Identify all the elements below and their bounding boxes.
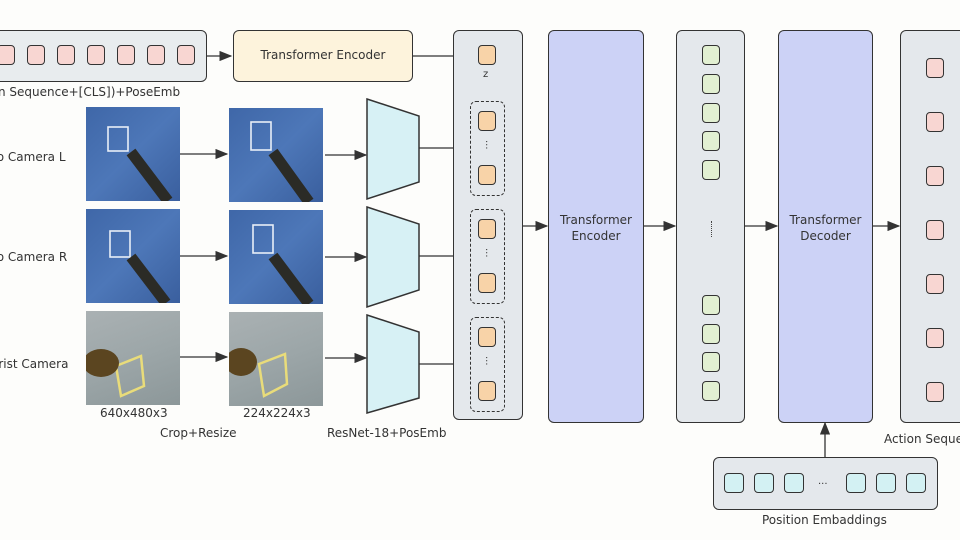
encoder-output-token bbox=[702, 74, 720, 94]
encoder-output-token bbox=[702, 295, 720, 315]
crop-resize-label: Crop+Resize bbox=[160, 426, 237, 440]
action-output-token bbox=[926, 274, 944, 294]
action-sequence-input-label: Action Sequence+[CLS])+PoseEmb bbox=[0, 85, 181, 99]
ellipsis: ... bbox=[483, 356, 494, 366]
transformer-decoder: Transformer Decoder bbox=[778, 30, 873, 423]
camera-label-wrist: Wrist Camera bbox=[0, 357, 69, 371]
action-token bbox=[27, 45, 45, 65]
action-sequence-output-panel bbox=[900, 30, 960, 423]
feature-token-panel: z ... ... ... bbox=[453, 30, 523, 420]
main-encoder-label-line1: Transformer bbox=[559, 213, 632, 227]
action-token bbox=[0, 45, 15, 65]
camera-label-stereo-l: Stereo Camera L bbox=[0, 150, 66, 164]
vertical-ellipsis bbox=[711, 221, 712, 237]
top-transformer-encoder: Transformer Encoder bbox=[233, 30, 413, 82]
encoder-output-token bbox=[702, 131, 720, 151]
action-output-token bbox=[926, 328, 944, 348]
encoder-output-panel bbox=[676, 30, 745, 423]
encoder-output-token bbox=[702, 103, 720, 123]
decoder-label-line1: Transformer bbox=[789, 213, 862, 227]
encoder-output-token bbox=[702, 381, 720, 401]
feature-group-stereo-r: ... bbox=[470, 209, 505, 304]
action-token bbox=[57, 45, 75, 65]
encoder-output-token bbox=[702, 160, 720, 180]
feature-token bbox=[478, 273, 496, 293]
backbone-label: ResNet-18+PosEmb bbox=[327, 426, 447, 440]
ellipsis: ... bbox=[483, 248, 494, 258]
main-transformer-encoder: Transformer Encoder bbox=[548, 30, 644, 423]
action-token bbox=[147, 45, 165, 65]
position-token bbox=[846, 473, 866, 493]
raw-image-wrist bbox=[86, 311, 180, 405]
action-token bbox=[177, 45, 195, 65]
action-token bbox=[117, 45, 135, 65]
feature-group-wrist: ... bbox=[470, 317, 505, 412]
position-embeddings-panel: ... bbox=[713, 457, 938, 510]
position-token bbox=[724, 473, 744, 493]
z-label: z bbox=[483, 69, 489, 80]
decoder-label-line2: Decoder bbox=[800, 229, 851, 243]
ellipsis: ... bbox=[818, 476, 828, 487]
action-output-token bbox=[926, 166, 944, 186]
cropped-image-stereo-l bbox=[229, 108, 323, 202]
ellipsis: ... bbox=[483, 140, 494, 150]
feature-token bbox=[478, 165, 496, 185]
cropped-image-wrist bbox=[229, 312, 323, 406]
action-output-token bbox=[926, 112, 944, 132]
input-size-label: 640x480x3 bbox=[100, 406, 168, 420]
cropped-image-stereo-r bbox=[229, 210, 323, 304]
backbone-stereo-l bbox=[366, 97, 420, 201]
action-output-token bbox=[926, 220, 944, 240]
action-output-token bbox=[926, 382, 944, 402]
action-sequence-input-panel bbox=[0, 30, 207, 82]
encoder-output-token bbox=[702, 352, 720, 372]
backbone-wrist bbox=[366, 313, 420, 414]
position-embeddings-label: Position Embaddings bbox=[762, 513, 887, 527]
raw-image-stereo-r bbox=[86, 209, 180, 303]
raw-image-stereo-l bbox=[86, 107, 180, 201]
backbone-stereo-r bbox=[366, 205, 420, 309]
position-token bbox=[876, 473, 896, 493]
encoder-output-token bbox=[702, 324, 720, 344]
feature-group-stereo-l: ... bbox=[470, 101, 505, 196]
position-token bbox=[784, 473, 804, 493]
cropped-size-label: 224x224x3 bbox=[243, 406, 311, 420]
cls-token-z bbox=[478, 45, 496, 65]
action-token bbox=[87, 45, 105, 65]
feature-token bbox=[478, 381, 496, 401]
encoder-output-token bbox=[702, 45, 720, 65]
top-transformer-encoder-label: Transformer Encoder bbox=[260, 48, 386, 62]
feature-token bbox=[478, 327, 496, 347]
feature-token bbox=[478, 219, 496, 239]
feature-token bbox=[478, 111, 496, 131]
position-token bbox=[906, 473, 926, 493]
main-encoder-label-line2: Encoder bbox=[571, 229, 621, 243]
action-sequence-output-label: Action Sequence bbox=[884, 432, 960, 446]
action-output-token bbox=[926, 58, 944, 78]
position-token bbox=[754, 473, 774, 493]
camera-label-stereo-r: Stereo Camera R bbox=[0, 250, 68, 264]
